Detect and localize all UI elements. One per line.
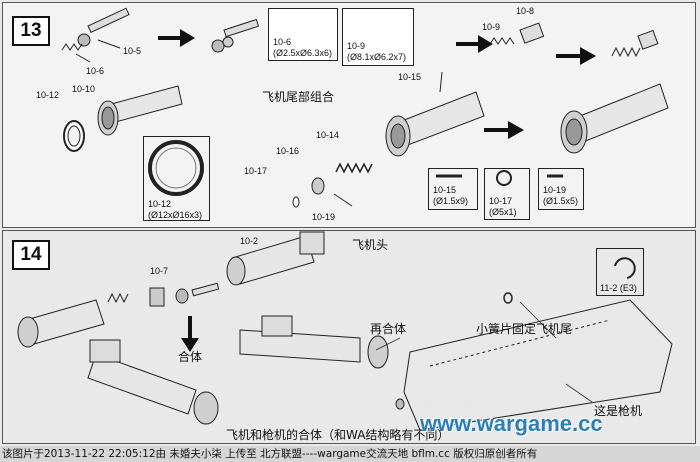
label-10-16: 10-16 [276,146,300,156]
spec-box-10-17: 10-17 (Ø5x1) [484,168,530,220]
spec-10-15-dim: (Ø1.5x9) [433,196,469,206]
arrow-right-icon [158,29,195,47]
note-bolt-head: 飞机头 [352,238,389,252]
spec-box-10-6: 10-6 (Ø2.5xØ6.3x6) [268,8,338,61]
label-10-5: 10-5 [123,46,142,56]
label-10-15: 10-15 [398,72,422,82]
label-10-9: 10-9 [482,22,501,32]
spec-10-19-id: 10-19 [543,185,567,195]
arrow-right-icon [556,47,596,65]
caption-tail-assembly: 飞机尾部组合 [262,90,335,104]
note-recombine: 再合体 [370,322,407,336]
label-10-17: 10-17 [244,166,268,176]
assembled-carrier-drawing [560,83,669,154]
spec-10-19-dim: (Ø1.5x5) [543,196,579,206]
step-14-panel [2,230,696,444]
label-10-8: 10-8 [516,6,535,16]
upload-footer: 该图片于2013-11-22 22:05:12由 未婚夫小柒 上传至 北方联盟-… [0,446,700,462]
label-10-7: 10-7 [150,266,169,276]
spec-10-17-dim: (Ø5x1) [489,207,517,217]
label-10-12: 10-12 [36,90,60,100]
spec-10-12-id: 10-12 [148,199,172,209]
combined-bolt-drawing [87,339,219,425]
firing-pin-spring-drawing [292,162,373,208]
e-clip-icon [614,257,636,279]
note-this-is-gun: 这是枪机 [594,404,643,418]
bolt-carrier-frame-drawing [395,299,673,431]
spec-11-2-id: 11-2 (E3) [600,283,637,293]
spec-10-9-dim: (Ø8.1xØ6.2x7) [347,52,407,62]
bolt-parts-drawing [107,282,220,307]
assembled-pin-drawing [211,18,260,53]
note-spring-clip: 小簧片固定飞机尾 [476,322,573,336]
note-bottom: 飞机和枪机的合体（和WA结构略有不同） [226,428,450,442]
label-10-14: 10-14 [316,130,340,140]
spec-box-10-12: 10-12 (Ø12xØ16x3) [143,136,210,221]
note-combined: 合体 [178,350,203,364]
label-10-10: 10-10 [72,84,96,94]
spec-10-6-dim: (Ø2.5xØ6.3x6) [273,48,333,58]
spec-box-10-9: 10-9 (Ø8.1xØ6.2x7) [342,8,414,66]
bolt-carrier-right-drawing [385,71,485,157]
bolt-assembly-left-drawing [17,299,105,348]
bolt-head-drawing [226,231,325,286]
spec-box-11-2: 11-2 (E3) [596,248,644,296]
spec-10-9-id: 10-9 [347,41,366,51]
spec-10-12-dim: (Ø12xØ16x3) [148,210,203,220]
buffer-spring-drawing [489,22,545,45]
label-10-2: 10-2 [240,236,259,246]
spec-box-10-19: 10-19 (Ø1.5x5) [538,168,584,210]
spec-box-10-15: 10-15 (Ø1.5x9) [428,168,478,210]
assembled-buffer-drawing [611,29,659,58]
bolt-carrier-drawing [63,85,183,152]
watermark-forum: 军品论坛 [420,396,493,415]
bolt-recombine-drawing [239,315,389,369]
label-10-19: 10-19 [312,212,336,222]
spec-10-17-id: 10-17 [489,196,513,206]
step-13-number: 13 [12,16,50,46]
arrow-right-icon [456,35,493,53]
pin-and-spring-drawing [61,7,130,63]
spec-10-6-id: 10-6 [273,37,292,47]
arrow-right-icon [484,121,524,139]
arrow-down-icon [181,316,199,352]
step-14-number: 14 [12,240,50,270]
spec-10-15-id: 10-15 [433,185,457,195]
watermark-url: www.wargame.cc [420,411,603,436]
label-10-6: 10-6 [86,66,105,76]
